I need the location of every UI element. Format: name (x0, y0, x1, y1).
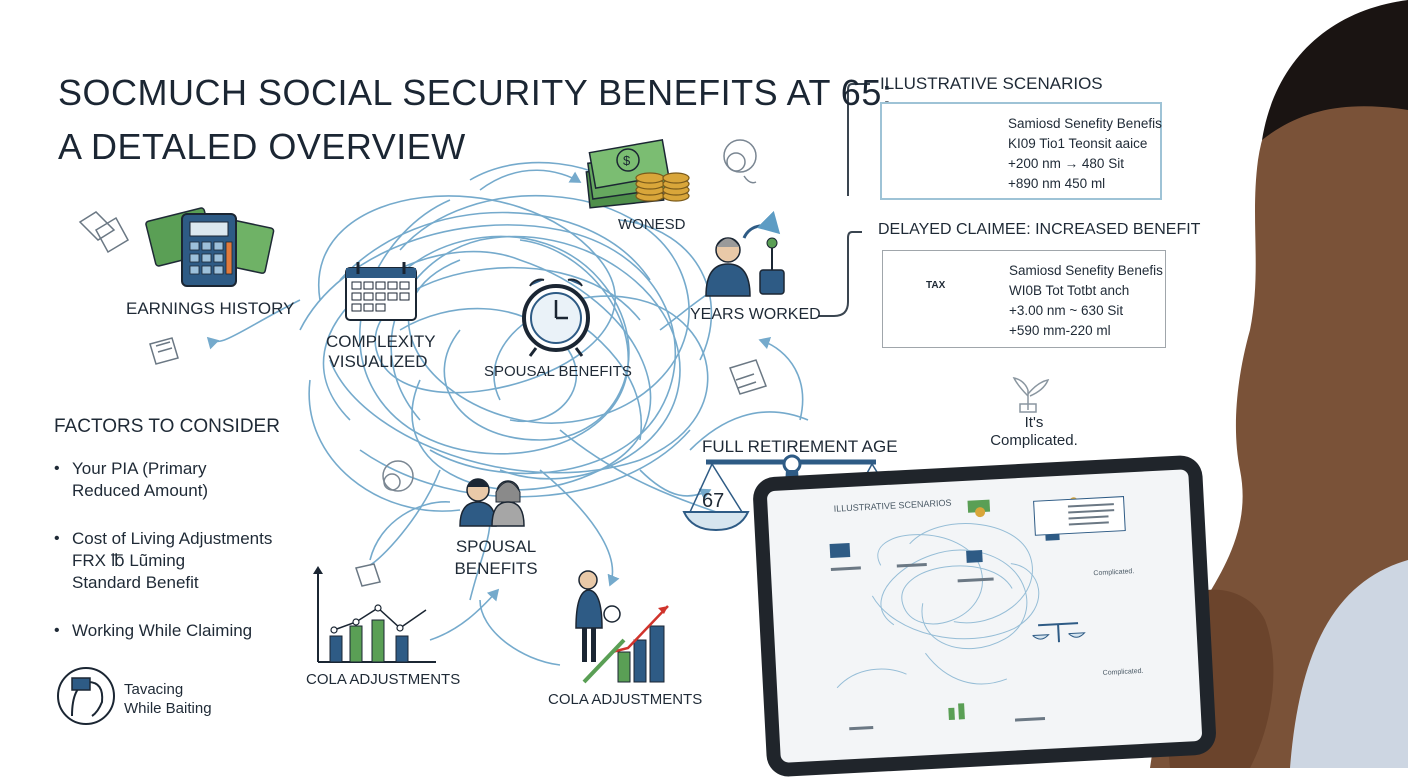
tablet-device: ILLUSTRATIVE SCENARIOS Complicated. Comp… (752, 454, 1218, 778)
scenario-box-2-line: +3.00 nm ~ 630 Sit (1009, 303, 1124, 318)
factor-item: Cost of Living Adjustments FRX ℔ Lũming … (52, 528, 312, 594)
scenario-box-1-line: +200 nm → 480 Sit (1008, 156, 1124, 171)
label-its-complicated: It's Complicated. (988, 414, 1080, 450)
person-silhouette (1150, 0, 1408, 768)
factor-item-line: Working While Claiming (72, 621, 253, 640)
document-doodle-icon (78, 211, 767, 395)
label-cola-adjustments-left: COLA ADJUSTMENTS (306, 671, 461, 688)
factor-item-line: Cost of Living Adjustments (72, 529, 273, 548)
factor-item: Working While Claiming (52, 620, 312, 642)
label-spousal-line1: SPOUSAL (455, 537, 537, 556)
bar-chart-icon (313, 563, 436, 663)
scenario-box-1-line: Samiosd Senefity Benefis (1008, 116, 1162, 131)
label-complicated: Complicated. (990, 432, 1078, 449)
face-doodle-icon (382, 139, 757, 492)
scale-left-value: 67 (702, 490, 725, 512)
title-line-2: A DETALED OVERVIEW (58, 126, 466, 167)
label-years-worked: YEARS WORKED (690, 306, 821, 323)
factors-heading: FACTORS TO CONSIDER (54, 416, 280, 437)
plant-doodle-icon (1012, 376, 1050, 413)
label-cola-adjustments-right: COLA ADJUSTMENTS (548, 691, 703, 708)
scenario-connectors (818, 83, 870, 317)
worker-icon (705, 210, 785, 297)
calculator-icon (145, 207, 275, 287)
svg-text:$: $ (623, 153, 631, 168)
factor-item-line: Standard Benefit (72, 573, 199, 592)
label-spousal-benefits-center: SPOUSAL BENEFITS (484, 363, 632, 380)
scenario-box-2: Samiosd Senefity Benefis WI0B Tot Totbt … (882, 250, 1166, 348)
label-full-retirement-age: FULL RETIREMENT AGE (702, 437, 898, 456)
label-earnings-history: EARNINGS HISTORY (126, 299, 295, 318)
tablet-screen: ILLUSTRATIVE SCENARIOS Complicated. Comp… (766, 469, 1203, 763)
face-icon (57, 667, 115, 725)
delayed-claim-heading: DELAYED CLAIMEE: INCREASED BENEFIT (878, 221, 1201, 238)
tax-note-line1: Tavacing (124, 681, 184, 698)
growth-chart-icon (575, 570, 669, 684)
tax-label: TAX (926, 280, 946, 291)
tax-note-line2: While Baiting (124, 700, 212, 717)
label-spousal-line2: BENEFITS (454, 559, 538, 578)
label-complexity-visualized: COMPLEXITY VISUALIZED (326, 332, 436, 372)
scenario-box-1: Samiosd Senefity Benefis KI09 Tio1 Teons… (880, 102, 1162, 200)
label-spousal-benefits: SPOUSAL BENEFITS (446, 536, 546, 580)
tablet-mini-diagram (829, 496, 1126, 731)
alarm-clock-icon (522, 278, 590, 357)
factors-list: Your PIA (Primary Reduced Amount) Cost o… (52, 458, 312, 660)
factor-item-line: Reduced Amount) (72, 481, 209, 500)
factor-item: Your PIA (Primary Reduced Amount) (52, 458, 312, 502)
label-complexity-line2: VISUALIZED (328, 352, 428, 371)
scenario-box-2-line: WI0B Tot Totbt anch (1009, 283, 1130, 298)
factor-item-line: FRX ℔ Lũming (72, 551, 186, 570)
label-wonesd: WONESD (618, 216, 686, 233)
page-title: SOCMUCH SOCIAL SECURITY BENEFITS AT 65: … (58, 66, 892, 174)
money-stack-icon: $ (585, 138, 690, 209)
couple-icon (459, 478, 525, 527)
tax-note: Tavacing While Baiting (124, 680, 212, 718)
calendar-icon (345, 262, 417, 321)
factor-item-line: Your PIA (Primary (72, 459, 207, 478)
scenario-box-2-line: Samiosd Senefity Benefis (1009, 263, 1163, 278)
scenarios-heading: ILLUSTRATIVE SCENARIOS (880, 74, 1103, 93)
title-line-1: SOCMUCH SOCIAL SECURITY BENEFITS AT 65: (58, 72, 893, 113)
label-its: It's (1024, 414, 1044, 431)
scenario-box-2-line: +590 mm-220 ml (1009, 323, 1111, 338)
scenario-box-1-line: +890 nm 450 ml (1008, 176, 1106, 191)
label-complexity-line1: COMPLEXITY (326, 332, 436, 351)
scenario-box-1-line: KI09 Tio1 Teonsit aaice (1008, 136, 1148, 151)
